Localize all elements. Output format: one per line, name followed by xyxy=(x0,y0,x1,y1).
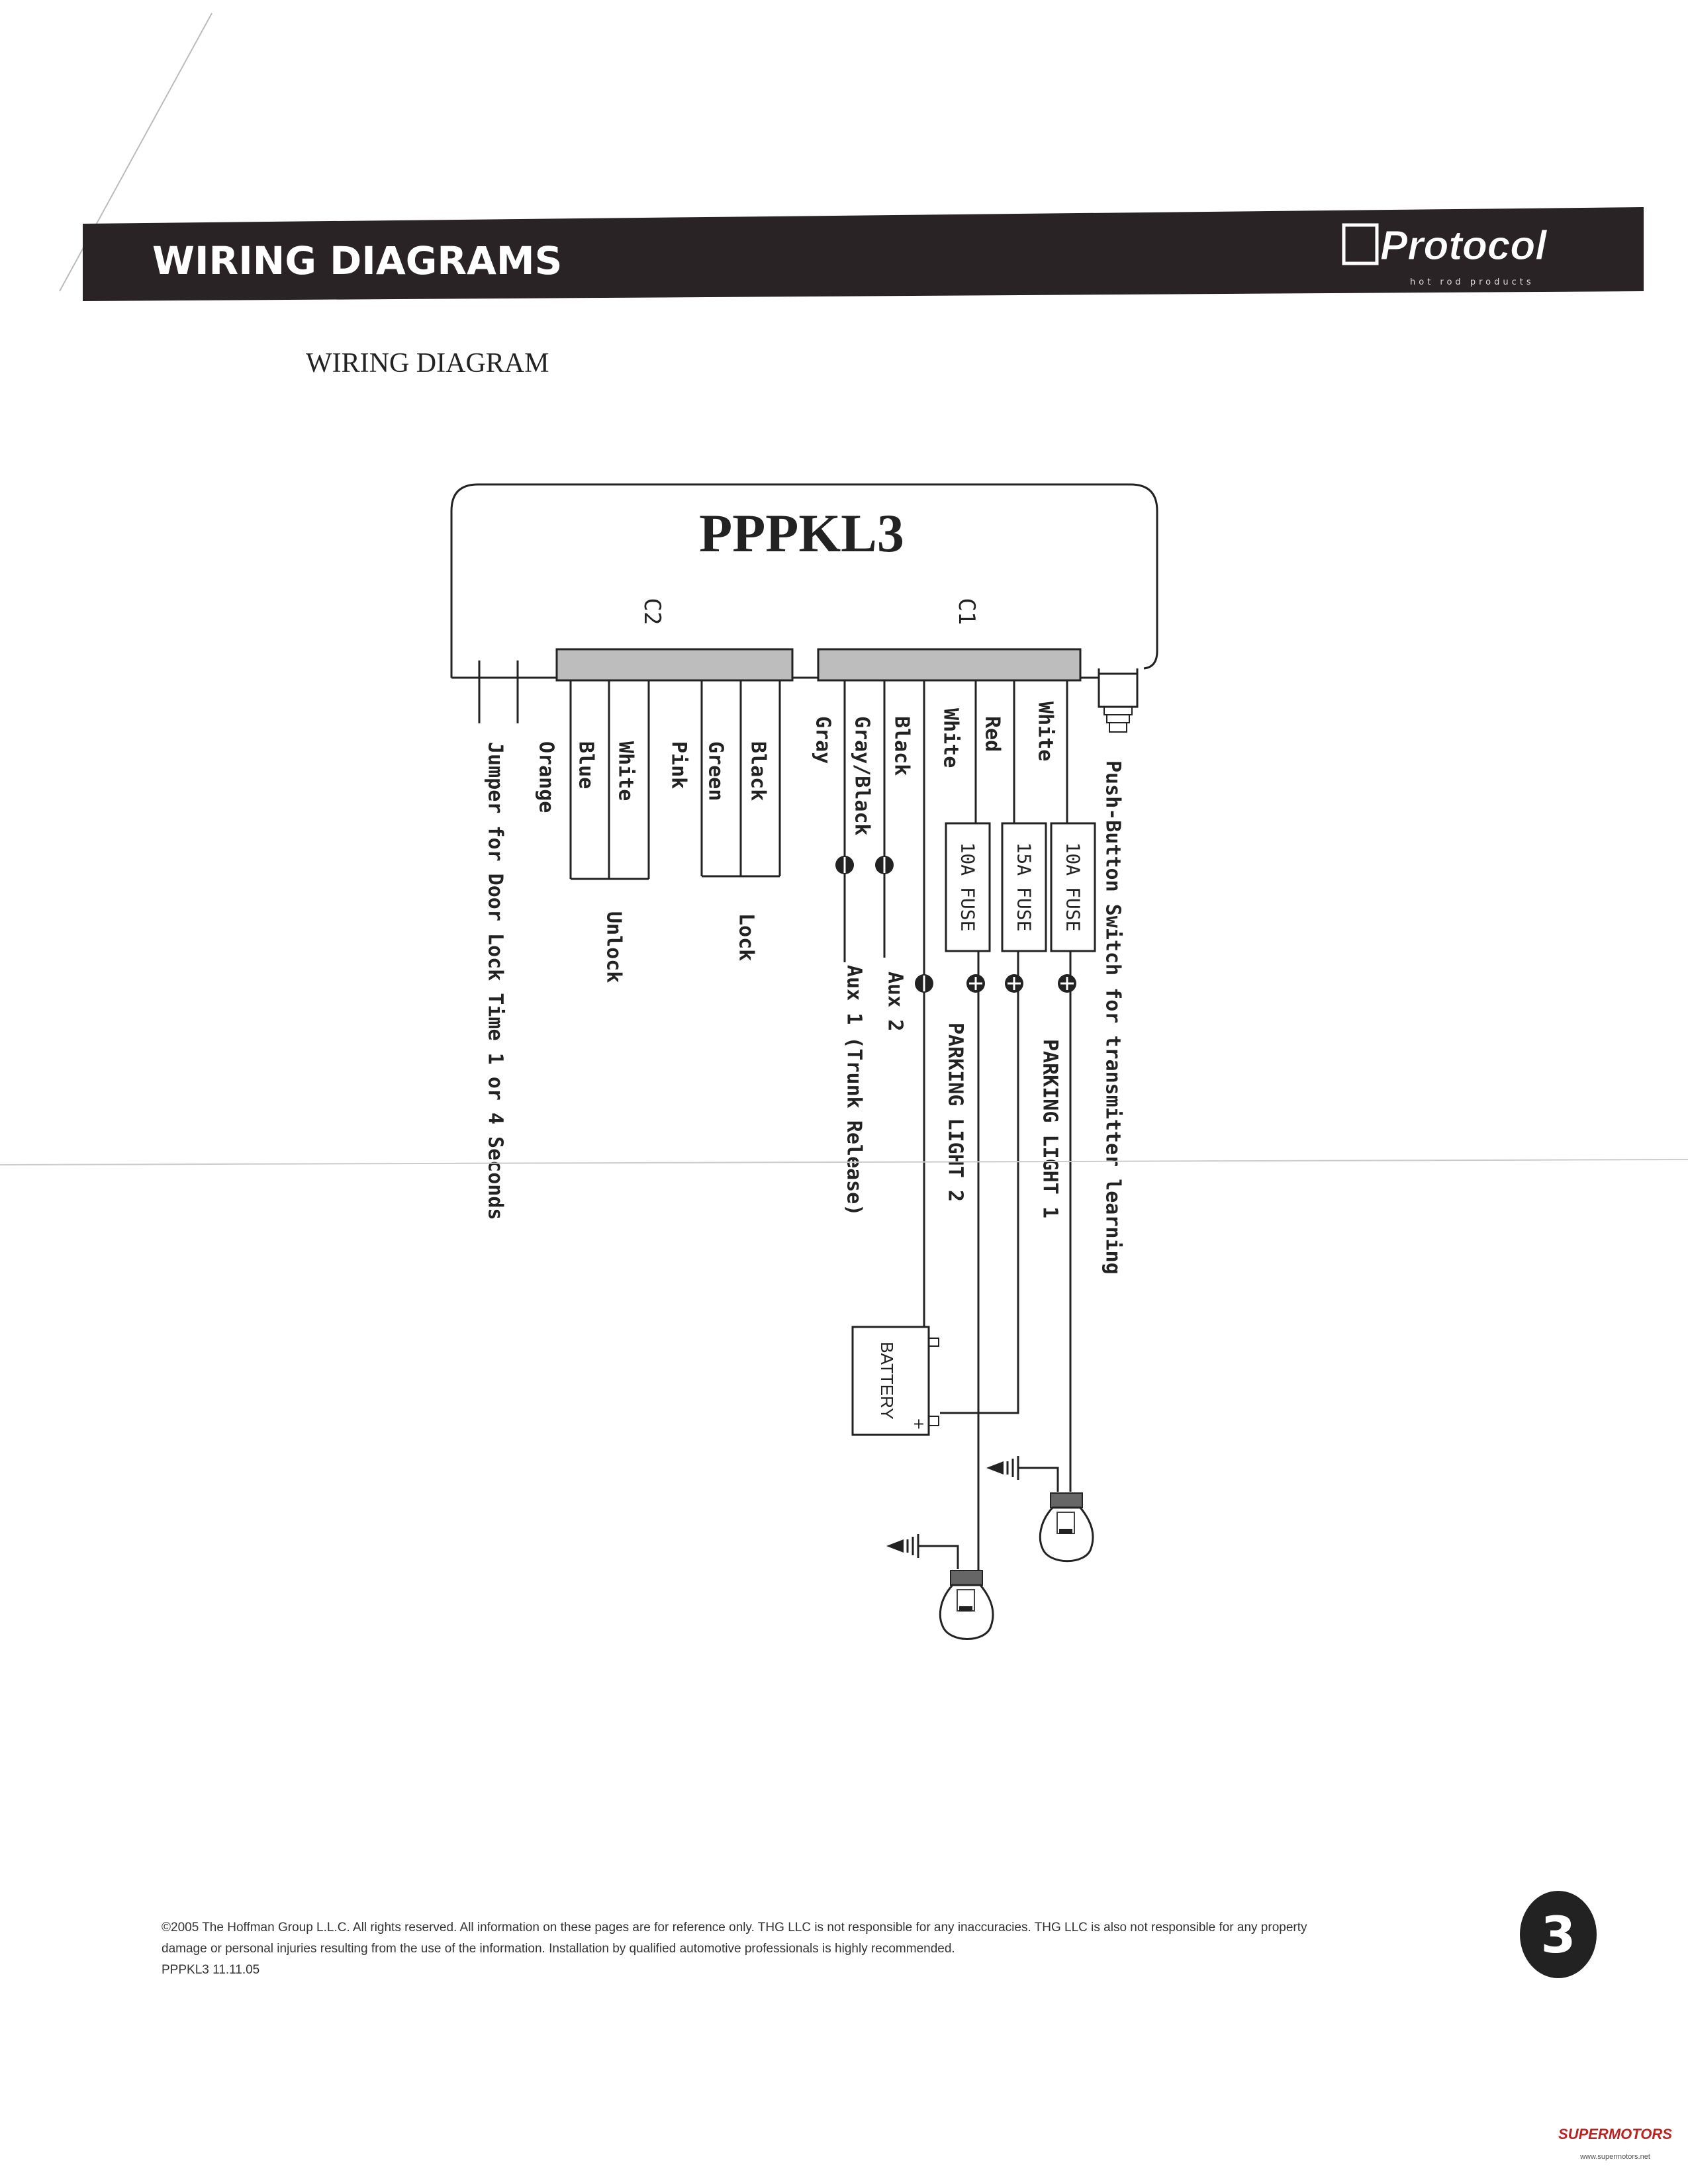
logo-text: Protocol xyxy=(1380,223,1548,269)
ground-icon xyxy=(886,1534,919,1558)
wire-label-pink: Pink xyxy=(667,741,690,789)
aux2-label: Aux 2 xyxy=(884,972,907,1031)
push-button-switch-icon xyxy=(1098,668,1139,733)
parking-light-1-bulb-icon xyxy=(986,1456,1094,1563)
protocol-logo: Protocol hot rod products xyxy=(1342,223,1548,287)
wire-label-white-unlock: White xyxy=(614,741,637,801)
unlock-label: Unlock xyxy=(602,911,626,983)
footer-doc-id: PPPKL3 11.11.05 xyxy=(162,1963,259,1977)
fold-crease xyxy=(0,1159,1688,1165)
battery-icon: BATTERY + xyxy=(851,1326,939,1436)
section-title: WIRING DIAGRAM xyxy=(306,348,549,379)
connector-plus-icon xyxy=(1005,974,1023,993)
wire-label-green: Green xyxy=(704,741,727,801)
aux1-label: Aux 1 (Trunk Release) xyxy=(843,965,866,1216)
page-number: 3 xyxy=(1541,1905,1576,1964)
parking-light-1-label: PARKING LIGHT 1 xyxy=(1039,1039,1062,1218)
connector-minus-icon xyxy=(875,856,894,874)
connector-c1-label: C1 xyxy=(953,598,980,625)
jumper-label: Jumper for Door Lock Time 1 or 4 Seconds xyxy=(484,742,507,1220)
wire-label-black-lock: Black xyxy=(747,741,770,801)
header-title: WIRING DIAGRAMS xyxy=(152,238,562,283)
parking-light-2-bulb-icon xyxy=(886,1534,994,1640)
footer-disclaimer-line1: ©2005 The Hoffman Group L.L.C. All right… xyxy=(162,1921,1307,1934)
connector-c1 xyxy=(817,648,1082,682)
parking-light-2-label: PARKING LIGHT 2 xyxy=(944,1023,967,1202)
connector-c2 xyxy=(555,648,794,682)
fuse-10a-2: 10A FUSE xyxy=(1050,822,1096,952)
unlock-wires xyxy=(569,680,650,880)
fuse-10a-1: 10A FUSE xyxy=(945,822,991,952)
wire-labels: Jumper for Door Lock Time 1 or 4 Seconds… xyxy=(484,702,1125,1275)
wire-label-gray: Gray xyxy=(812,716,835,764)
header-bar: WIRING DIAGRAMS Protocol hot rod product… xyxy=(83,207,1644,301)
power-wire-lower xyxy=(940,951,1019,1414)
module-box: PPPKL3 C2 C1 xyxy=(450,483,1158,682)
watermark-brand: SUPERMOTORS xyxy=(1558,2126,1672,2142)
fuse-label: 10A FUSE xyxy=(957,842,979,932)
logo-tagline: hot rod products xyxy=(1410,277,1534,287)
wire-label-red: Red xyxy=(981,716,1004,752)
ground-icon xyxy=(986,1456,1019,1480)
logo-flame-icon xyxy=(1342,223,1379,265)
footer-disclaimer-line2: damage or personal injuries resulting fr… xyxy=(162,1942,955,1956)
push-button-label: Push-Button Switch for transmitter learn… xyxy=(1102,760,1125,1275)
fuse-15a: 15A FUSE xyxy=(1001,822,1047,952)
connector-minus-icon xyxy=(915,974,933,993)
wire-label-orange: Orange xyxy=(535,741,558,813)
watermark-url: www.supermotors.net xyxy=(1579,2153,1650,2161)
battery-label: BATTERY xyxy=(877,1342,897,1420)
module-name: PPPKL3 xyxy=(699,503,904,563)
lock-wires xyxy=(700,680,781,878)
page-number-badge: 3 xyxy=(1520,1891,1597,1978)
connector-plus-icon xyxy=(966,974,985,993)
supermotors-watermark: SUPERMOTORS www.supermotors.net xyxy=(1558,2126,1672,2161)
fuse-label: 10A FUSE xyxy=(1062,842,1084,932)
connector-minus-icon xyxy=(835,856,854,874)
lock-label: Lock xyxy=(735,913,758,961)
wire-label-white-ground: White xyxy=(939,708,962,768)
wire-label-blue: Blue xyxy=(575,741,598,789)
fuse-label: 15A FUSE xyxy=(1013,842,1035,932)
connector-plus-icon xyxy=(1058,974,1076,993)
jumper-wires xyxy=(478,660,519,723)
wire-label-black-aux2: Black xyxy=(890,716,914,776)
connector-c2-label: C2 xyxy=(639,598,665,625)
wire-label-white-pl1: White xyxy=(1034,702,1057,761)
battery-plus-label: + xyxy=(913,1416,925,1433)
wire-label-gray-black: Gray/Black xyxy=(851,716,874,836)
